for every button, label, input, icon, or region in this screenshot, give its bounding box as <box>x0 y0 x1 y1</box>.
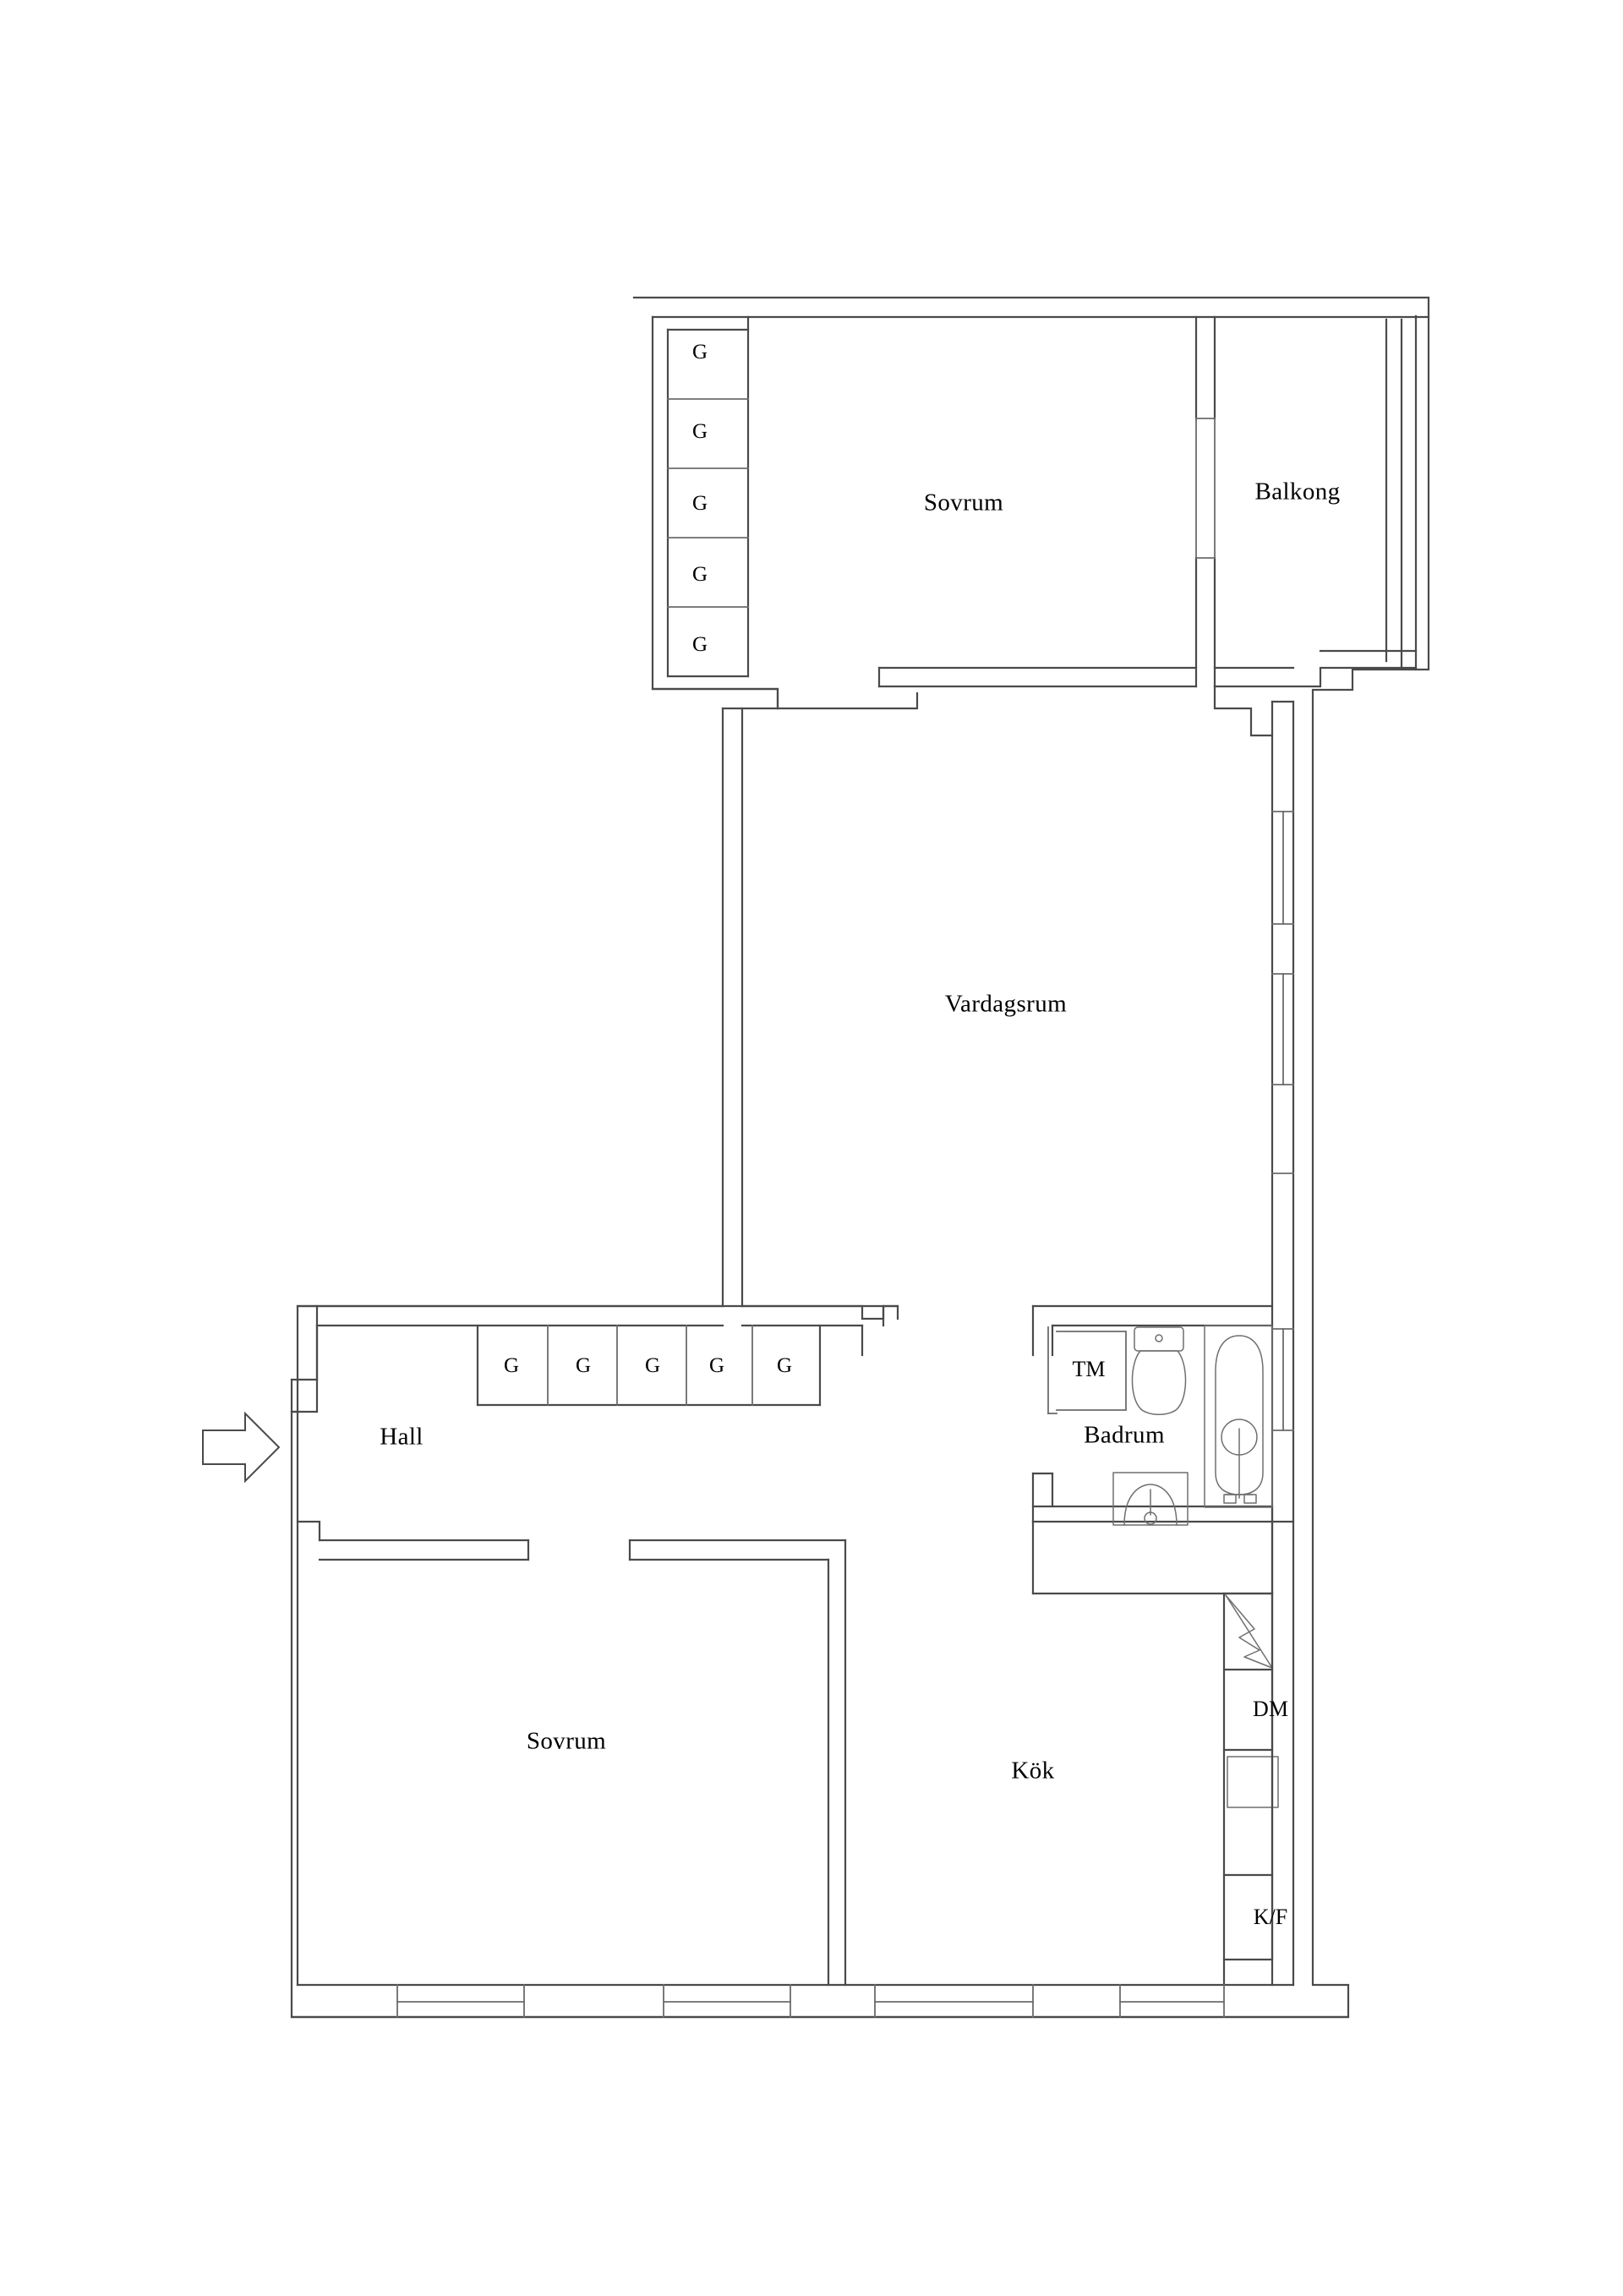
closet-label-top-1: G <box>691 341 708 364</box>
closet-label-top-5: G <box>691 633 708 656</box>
washbasin-fixture <box>1112 1472 1189 1526</box>
closet-label-hall-2: G <box>575 1354 592 1377</box>
room-label-kok: Kök <box>1011 1757 1055 1785</box>
closet-label-top-3: G <box>691 492 708 515</box>
bottom-windows <box>396 1984 1225 2018</box>
appliance-label-diskmaskin: DM <box>1253 1697 1288 1721</box>
room-label-hall: Hall <box>380 1423 424 1451</box>
toilet-fixture <box>1131 1326 1187 1415</box>
closet-label-top-2: G <box>691 420 708 443</box>
stove-fixture <box>1227 1756 1279 1808</box>
outer-walls <box>290 296 1430 2019</box>
room-label-vardagsrum: Vardagsrum <box>944 990 1068 1018</box>
bathtub-fixture <box>1204 1325 1273 1508</box>
room-label-sovrum-top: Sovrum <box>923 489 1004 517</box>
hob-symbol <box>1225 1594 1273 1669</box>
hall-walls <box>290 1304 847 1987</box>
closet-label-hall-4: G <box>708 1354 725 1377</box>
entrance-arrow[interactable] <box>202 1411 281 1484</box>
room-label-sovrum-bottom: Sovrum <box>526 1727 607 1755</box>
appliance-label-tvattmaskin: TM <box>1072 1357 1106 1381</box>
kitchen-column <box>1222 1592 1279 1987</box>
top-section-walls <box>651 314 1430 710</box>
closet-label-top-4: G <box>691 563 708 586</box>
room-label-balkong: Balkong <box>1254 478 1341 506</box>
closet-label-hall-3: G <box>644 1354 661 1377</box>
closet-label-hall-5: G <box>776 1354 793 1377</box>
room-label-badrum: Badrum <box>1084 1421 1165 1449</box>
appliance-label-kyl-frys: K/F <box>1253 1905 1288 1929</box>
badrum-walls <box>1031 1304 1295 1595</box>
vardagsrum-walls <box>296 685 1295 1987</box>
closet-label-hall-1: G <box>503 1354 520 1377</box>
